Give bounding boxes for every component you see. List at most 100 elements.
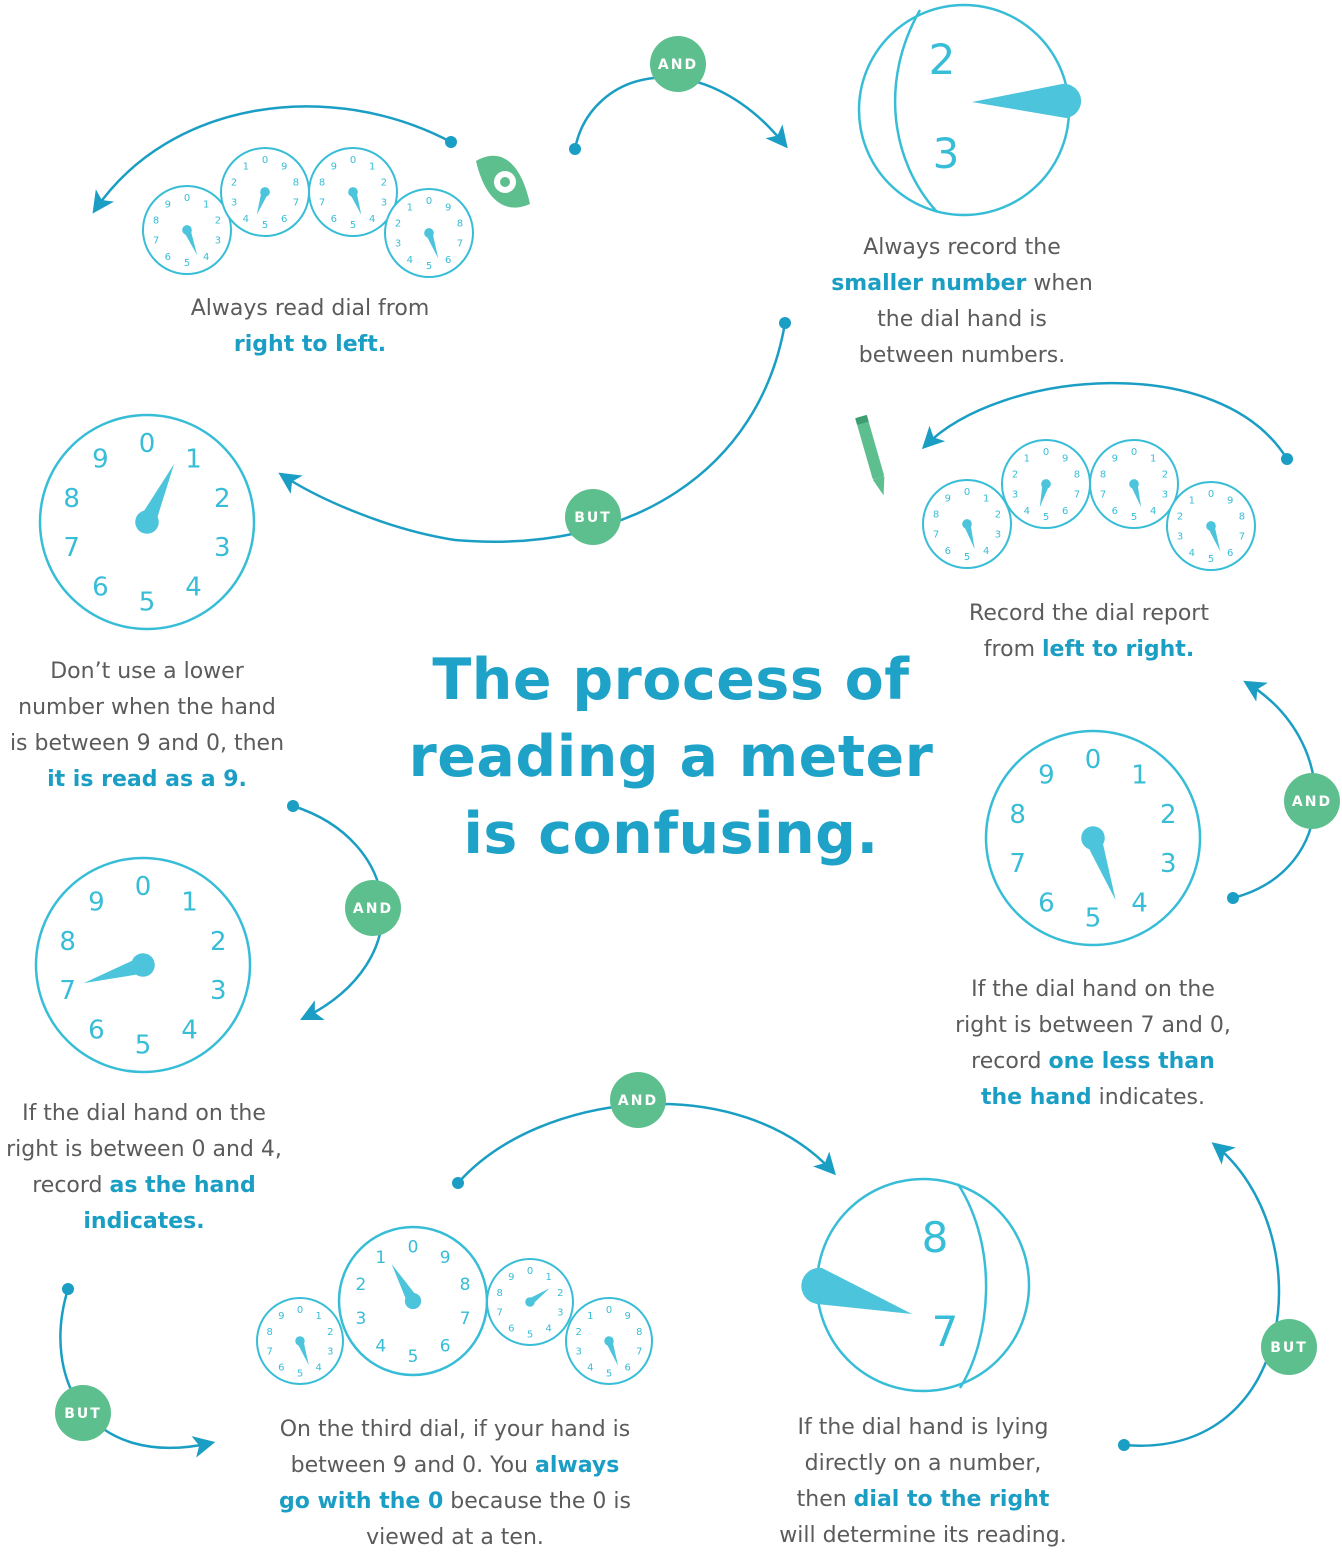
caption-emphasis: always (535, 1453, 620, 1478)
caption-line: the dial hand is (877, 307, 1047, 332)
caption-emphasis: left to right. (1042, 637, 1195, 662)
caption-emphasis: right to left. (233, 332, 387, 357)
dial-digit: 1 (375, 1248, 386, 1268)
dial-digit: 9 (945, 493, 951, 504)
dial-hub (260, 187, 270, 197)
caption-line: If the dial hand on the (971, 977, 1215, 1002)
connector-badge-and: AND (650, 36, 706, 92)
dial-digit: 3 (215, 236, 221, 247)
dial-digit: 1 (587, 1311, 593, 1322)
dial-digit: 4 (587, 1362, 593, 1373)
caption-emphasis: go with the 0 (279, 1489, 444, 1514)
arc-connector (1123, 1142, 1281, 1447)
dial-digit: 9 (165, 199, 171, 210)
dial-digit: 4 (1150, 506, 1156, 517)
dial-digit: 6 (445, 255, 451, 266)
connector-badge-and: AND (345, 880, 401, 936)
dial-digit: 3 (395, 239, 401, 250)
dial-digit: 8 (933, 510, 939, 521)
dial-digit: 6 (625, 1362, 631, 1373)
caption-line: If the dial hand on the (22, 1101, 266, 1126)
dial-digit: 8 (63, 484, 80, 514)
caption-line: then dial to the right (796, 1487, 1050, 1512)
dial-hand (1039, 483, 1050, 508)
dial-digit: 8 (319, 178, 325, 189)
dial-digit: 2 (215, 216, 221, 227)
dial-digit: 9 (88, 887, 105, 917)
dial-digit: 2 (1177, 512, 1183, 523)
dial-digit: 6 (92, 572, 109, 602)
dial-digit: 7 (457, 239, 463, 250)
badge-label: AND (618, 1093, 658, 1109)
dial-digit: 6 (1227, 548, 1233, 559)
dial-digit: 0 (184, 193, 190, 204)
dial-hub (348, 187, 358, 197)
dial-digit: 3 (1162, 490, 1168, 501)
dial-digit: 0 (527, 1266, 533, 1277)
dial-digit: 6 (1112, 506, 1118, 517)
dial-digit: 5 (606, 1368, 612, 1379)
dial-hand (139, 463, 175, 526)
dial-digit: 1 (316, 1311, 322, 1322)
dial-digit: 8 (293, 178, 299, 189)
dial-digit: 2 (1162, 470, 1168, 481)
dial-digit: 3 (381, 198, 387, 209)
dial-digit: 0 (350, 155, 356, 166)
caption-line: will determine its reading. (779, 1523, 1067, 1548)
zoomed-dial-bottom: 8 7 (801, 1177, 1031, 1393)
dial-digit: 2 (210, 927, 227, 957)
dial-digit: 0 (1085, 745, 1102, 775)
dial-digit: 8 (1009, 800, 1026, 830)
dial-digit: 8 (636, 1327, 642, 1338)
dial-hand (605, 1339, 619, 1367)
dial-digit: 4 (185, 572, 202, 602)
caption-emphasis: indicates. (83, 1209, 205, 1234)
badge-label: AND (1292, 794, 1332, 810)
dial-digit: 6 (1062, 506, 1068, 517)
dial-hub (604, 1336, 614, 1346)
dial-digit: 0 (139, 429, 156, 459)
zoom-digit-lower: 3 (933, 129, 960, 178)
dial-digit: 3 (557, 1307, 563, 1318)
dial-digit: 5 (426, 261, 432, 272)
dial-digit: 8 (457, 219, 463, 230)
dial-digit: 2 (356, 1275, 367, 1295)
dial-digit: 6 (281, 214, 287, 225)
dial-digit: 3 (1177, 532, 1183, 543)
caption-line: is between 9 and 0, then (9, 731, 285, 756)
dial-digit: 8 (1100, 470, 1106, 481)
dial-hand (1084, 835, 1116, 901)
dial-digit: 6 (165, 252, 171, 263)
dial-digit: 7 (59, 976, 76, 1006)
dial-digit: 0 (606, 1305, 612, 1316)
caption-line: Record the dial report (969, 601, 1209, 626)
dial-digit: 1 (243, 161, 249, 172)
dial-digit: 7 (319, 198, 325, 209)
dial-digit: 1 (407, 202, 413, 213)
badge-label: AND (658, 57, 698, 73)
dial-digit: 1 (1131, 760, 1148, 790)
dial-digit: 8 (59, 927, 76, 957)
dial-digit: 6 (440, 1336, 451, 1356)
dial-digit: 7 (153, 236, 159, 247)
title-line: The process of (432, 647, 910, 713)
dial-digit: 5 (527, 1329, 533, 1340)
caption-line: between 9 and 0. You always (290, 1453, 620, 1478)
dial-digit: 6 (331, 214, 337, 225)
dial-digit: 4 (181, 1015, 198, 1045)
dial-digit: 2 (395, 219, 401, 230)
dial-digit: 3 (231, 198, 237, 209)
caption-emphasis: the hand (980, 1085, 1092, 1110)
dial-digit: 7 (1009, 849, 1026, 879)
